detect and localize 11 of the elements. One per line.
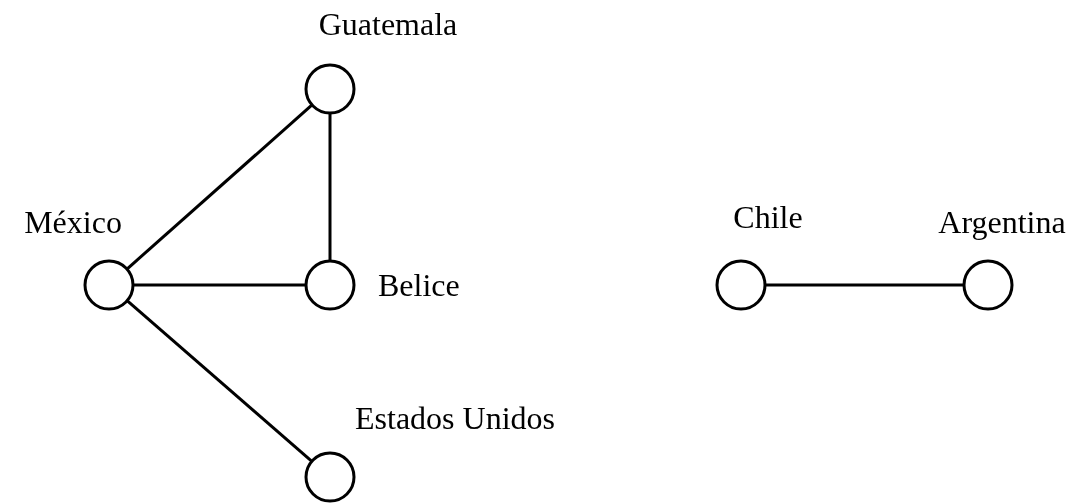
connector-line <box>125 103 314 271</box>
connector-line <box>133 283 306 287</box>
connector-line <box>765 283 964 287</box>
node-label: México <box>24 206 122 238</box>
node-label: Chile <box>733 201 803 233</box>
connector-line <box>126 299 313 463</box>
node-label: Estados Unidos <box>355 402 555 434</box>
node-label: Guatemala <box>318 8 458 40</box>
node-label: Belice <box>378 269 460 301</box>
node-label: Argentina <box>938 206 1066 238</box>
connector-line <box>328 113 332 261</box>
